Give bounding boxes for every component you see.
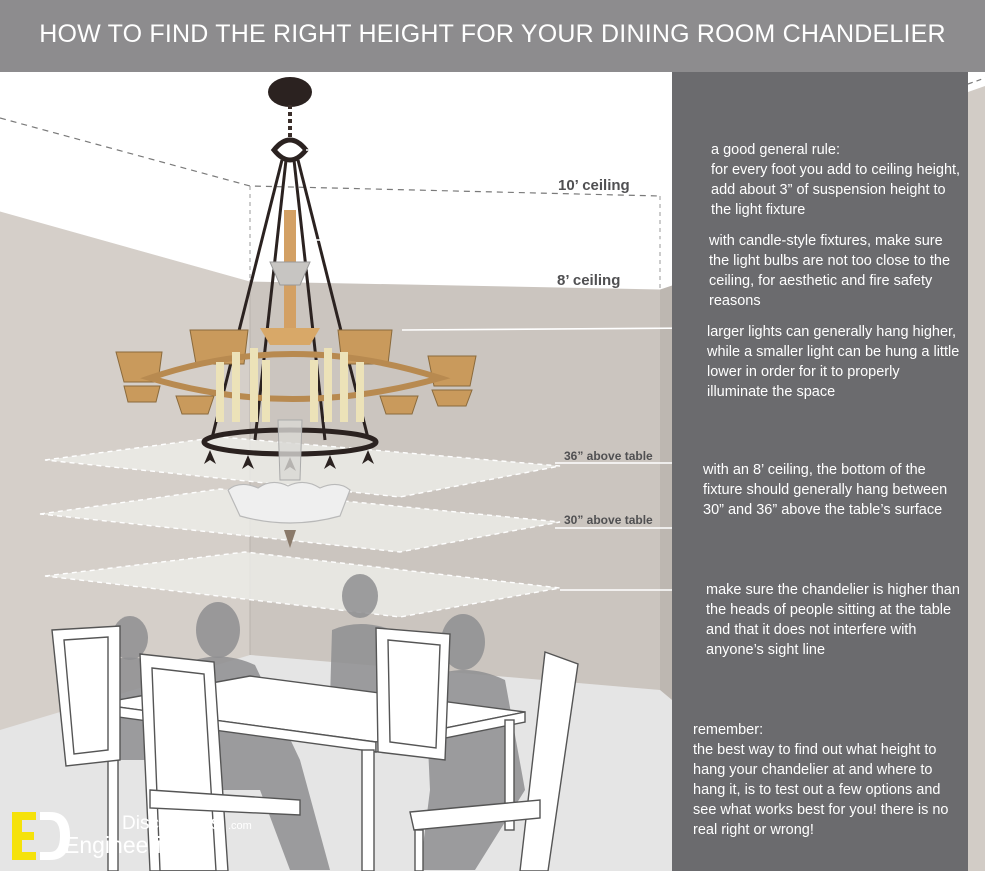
tip-heads: make sure the chandelier is higher than …	[706, 582, 960, 658]
right-ceiling-dash	[967, 77, 985, 85]
chairs	[51, 625, 579, 871]
ed-logo-icon	[12, 812, 70, 860]
ceiling-edge-line	[0, 208, 673, 290]
ceiling	[0, 72, 672, 290]
ceiling-canopy	[268, 77, 312, 107]
logo-brand-text: Discoveries	[122, 813, 221, 834]
tip-general-rule: a good general rule: for every foot you …	[711, 142, 961, 218]
page-title: HOW TO FIND THE RIGHT HEIGHT FOR YOUR DI…	[39, 20, 946, 48]
right-ceiling-strip	[968, 72, 985, 92]
thirty-six-inch-label: 36” above table	[564, 449, 653, 463]
plane-36	[44, 436, 561, 498]
tips-panel	[672, 72, 968, 871]
logo-domain-text: .com	[228, 820, 252, 832]
side-wall	[660, 284, 672, 700]
left-wall	[0, 210, 250, 730]
tip-remember: remember: the best way to find out what …	[693, 722, 949, 838]
ten-foot-ceiling-outline	[0, 117, 661, 197]
chandelier	[115, 77, 477, 548]
candles	[216, 348, 364, 422]
tip-larger-lights: larger lights can generally hang higher,…	[707, 324, 960, 400]
plane-heads	[44, 551, 561, 618]
tip-eight-foot-ceiling: with an 8’ ceiling, the bottom of the fi…	[703, 462, 948, 518]
thirty-inch-label: 30” above table	[564, 513, 653, 527]
ten-foot-ceiling-label: 10’ ceiling	[558, 177, 630, 194]
title-bar	[0, 0, 985, 72]
tip-candle-style: with candle-style fixtures, make sure th…	[709, 233, 951, 309]
logo-sub-text: Engineering	[64, 832, 187, 858]
eight-foot-ceiling-label: 8’ ceiling	[557, 272, 621, 289]
